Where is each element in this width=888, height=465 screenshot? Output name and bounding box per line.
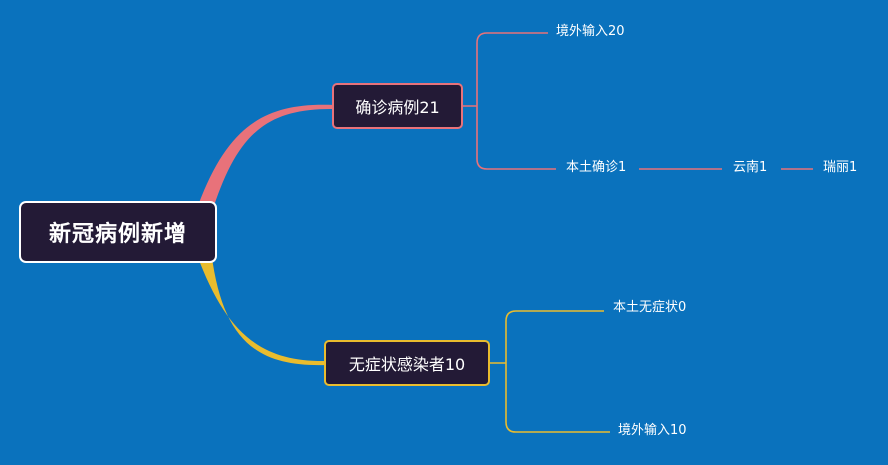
asymptomatic-sub-connectors	[490, 310, 610, 433]
branch-asymptomatic-cases[interactable]: 无症状感染者10	[324, 340, 490, 386]
connector-root-asymptomatic	[196, 250, 326, 366]
root-node[interactable]: 新冠病例新增	[19, 201, 217, 263]
leaf-imported-confirmed[interactable]: 境外输入20	[556, 24, 625, 39]
leaf-local-confirmed[interactable]: 本土确诊1	[566, 160, 627, 175]
branch-confirmed-cases[interactable]: 确诊病例21	[332, 83, 463, 129]
leaf-yunnan[interactable]: 云南1	[733, 160, 768, 175]
leaf-imported-asymptomatic[interactable]: 境外输入10	[618, 423, 687, 438]
connector-root-confirmed	[196, 104, 334, 215]
leaf-local-asymptomatic[interactable]: 本土无症状0	[613, 300, 687, 315]
leaf-ruili[interactable]: 瑞丽1	[823, 160, 858, 175]
confirmed-sub-connectors	[463, 32, 813, 170]
connector-asymptomatic-trunk	[490, 310, 610, 433]
connector-to-imported-20	[463, 32, 556, 170]
